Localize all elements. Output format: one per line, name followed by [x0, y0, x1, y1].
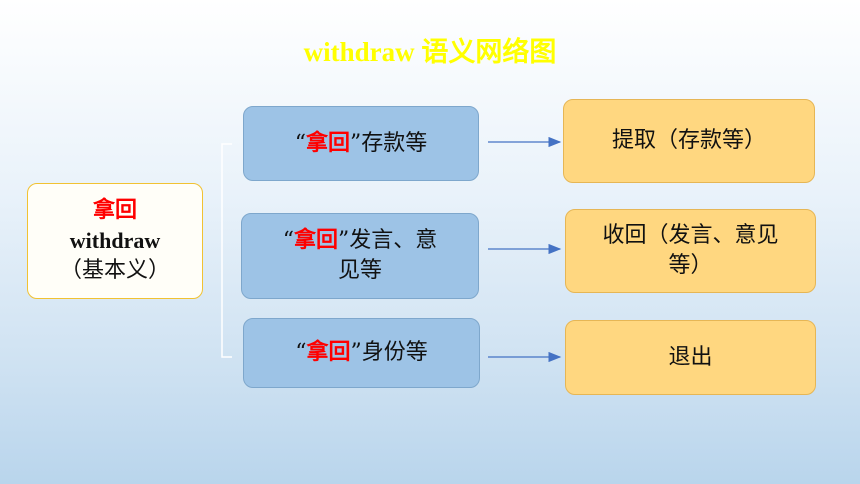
result-node-3: 退出 — [565, 320, 816, 395]
bracket-line — [221, 143, 232, 358]
emphasis-text: 拿回 — [306, 339, 351, 366]
meaning-node-3: “拿回”身份等 — [243, 318, 480, 388]
result-node-1: 提取（存款等） — [563, 99, 815, 183]
emphasis-text: 拿回 — [293, 227, 338, 254]
root-meaning: 拿回 — [92, 197, 137, 224]
meaning-node-1: “拿回”存款等 — [243, 106, 479, 181]
diagram-title: withdraw 语义网络图 — [303, 37, 557, 67]
result-node-2: 收回（发言、意见等） — [565, 209, 816, 293]
meaning-object: 发言、意见等 — [337, 228, 438, 283]
quote-open: “ — [294, 130, 306, 156]
emphasis-text: 拿回 — [305, 129, 350, 156]
quote-close: ” — [350, 130, 362, 156]
quote-open: “ — [282, 228, 294, 254]
meaning-object: 存款等 — [361, 130, 428, 156]
root-note: （基本义） — [59, 257, 170, 283]
root-node: 拿回 withdraw （基本义） — [27, 183, 203, 299]
quote-close: ” — [350, 340, 362, 366]
meaning-object: 身份等 — [361, 340, 428, 366]
quote-open: “ — [295, 340, 307, 366]
quote-close: ” — [338, 228, 350, 254]
root-word: withdraw — [69, 228, 161, 254]
meaning-node-2: “拿回”发言、意见等 — [241, 213, 479, 299]
